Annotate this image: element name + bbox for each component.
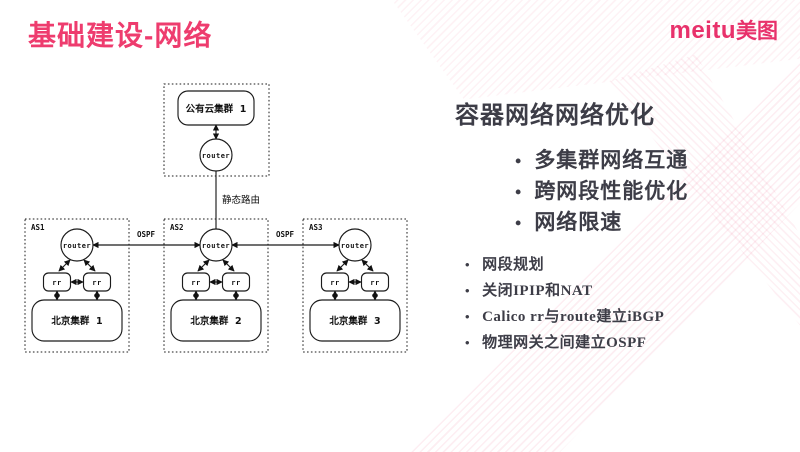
as1-router-node <box>60 228 94 262</box>
logo-cjk: 美图 <box>736 20 778 43</box>
section-heading: 容器网络网络优化 <box>455 103 655 129</box>
as2-cluster-box <box>170 299 262 342</box>
as1-label: AS1 <box>31 223 45 232</box>
as1-router-rr-right-link <box>83 259 96 272</box>
as2-label: AS2 <box>170 223 184 232</box>
as1-rr-right-label: rr <box>92 279 101 287</box>
list-item: 网段规划 <box>465 252 785 278</box>
list-item: 跨网段性能优化 <box>515 176 785 207</box>
cloud-dashed-box <box>163 83 270 177</box>
logo-latin: meitu <box>669 17 736 44</box>
as2-rr-right-box <box>221 272 251 292</box>
page-title: 基础建设-网络 <box>28 20 213 51</box>
as3-cluster-box <box>309 299 401 342</box>
as3-router-rr-right-link <box>361 259 374 272</box>
as-group-3: AS3 router rr rr 北京集群 3 <box>302 218 408 353</box>
as1-router-label: router <box>63 242 91 250</box>
ospf-label-2: OSPF <box>276 230 295 239</box>
as3-dashed-box <box>302 218 408 353</box>
cloud-cluster-label: 公有云集群 1 <box>186 103 247 115</box>
as1-router-rr-left-link <box>58 259 71 272</box>
ospf-label-1: OSPF <box>137 230 156 239</box>
as3-rr-right-label: rr <box>370 279 379 287</box>
cloud-router-label: router <box>202 152 230 160</box>
static-route-label: 静态路由 <box>222 194 260 206</box>
as3-router-rr-left-link <box>336 259 349 272</box>
list-item: 物理网关之间建立OSPF <box>465 330 785 356</box>
as3-router-label: router <box>341 242 369 250</box>
network-diagram: 公有云集群 1 router 静态路由 OSPF OSPF AS1 <box>10 70 440 370</box>
list-item: Calico rr与route建立iBGP <box>465 304 785 330</box>
as1-rr-left-label: rr <box>52 279 61 287</box>
as3-rr-left-box <box>320 272 350 292</box>
as3-router-node <box>338 228 372 262</box>
list-item: 多集群网络互通 <box>515 145 785 176</box>
right-panel: 容器网络网络优化 多集群网络互通 跨网段性能优化 网络限速 网段规划 关闭IPI… <box>455 95 785 356</box>
as3-rr-right-box <box>360 272 390 292</box>
primary-bullet-list: 多集群网络互通 跨网段性能优化 网络限速 <box>455 145 785 238</box>
as1-rr-right-box <box>82 272 112 292</box>
as3-label: AS3 <box>309 223 323 232</box>
as2-rr-left-box <box>181 272 211 292</box>
as-group-2: AS2 router rr rr 北京集群 2 <box>163 218 269 353</box>
as2-router-rr-left-link <box>197 259 210 272</box>
as3-rr-left-label: rr <box>330 279 339 287</box>
as2-router-rr-right-link <box>222 259 235 272</box>
as2-rr-right-label: rr <box>231 279 240 287</box>
meitu-logo: meitu美图 <box>669 15 778 45</box>
as3-cluster-label: 北京集群 3 <box>329 315 380 327</box>
list-item: 关闭IPIP和NAT <box>465 278 785 304</box>
public-cloud-group: 公有云集群 1 router <box>163 83 270 177</box>
secondary-bullet-list: 网段规划 关闭IPIP和NAT Calico rr与route建立iBGP 物理… <box>455 252 785 356</box>
as2-router-node <box>199 228 233 262</box>
as2-cluster-label: 北京集群 2 <box>190 315 241 327</box>
list-item: 网络限速 <box>515 207 785 238</box>
as2-dashed-box <box>163 218 269 353</box>
as1-cluster-box <box>31 299 123 342</box>
as1-rr-left-box <box>42 272 72 292</box>
as1-dashed-box <box>24 218 130 353</box>
as-group-1: AS1 router rr rr 北京集群 1 <box>24 218 130 353</box>
as2-rr-left-label: rr <box>191 279 200 287</box>
as2-router-label: router <box>202 242 230 250</box>
as1-cluster-label: 北京集群 1 <box>51 315 102 327</box>
